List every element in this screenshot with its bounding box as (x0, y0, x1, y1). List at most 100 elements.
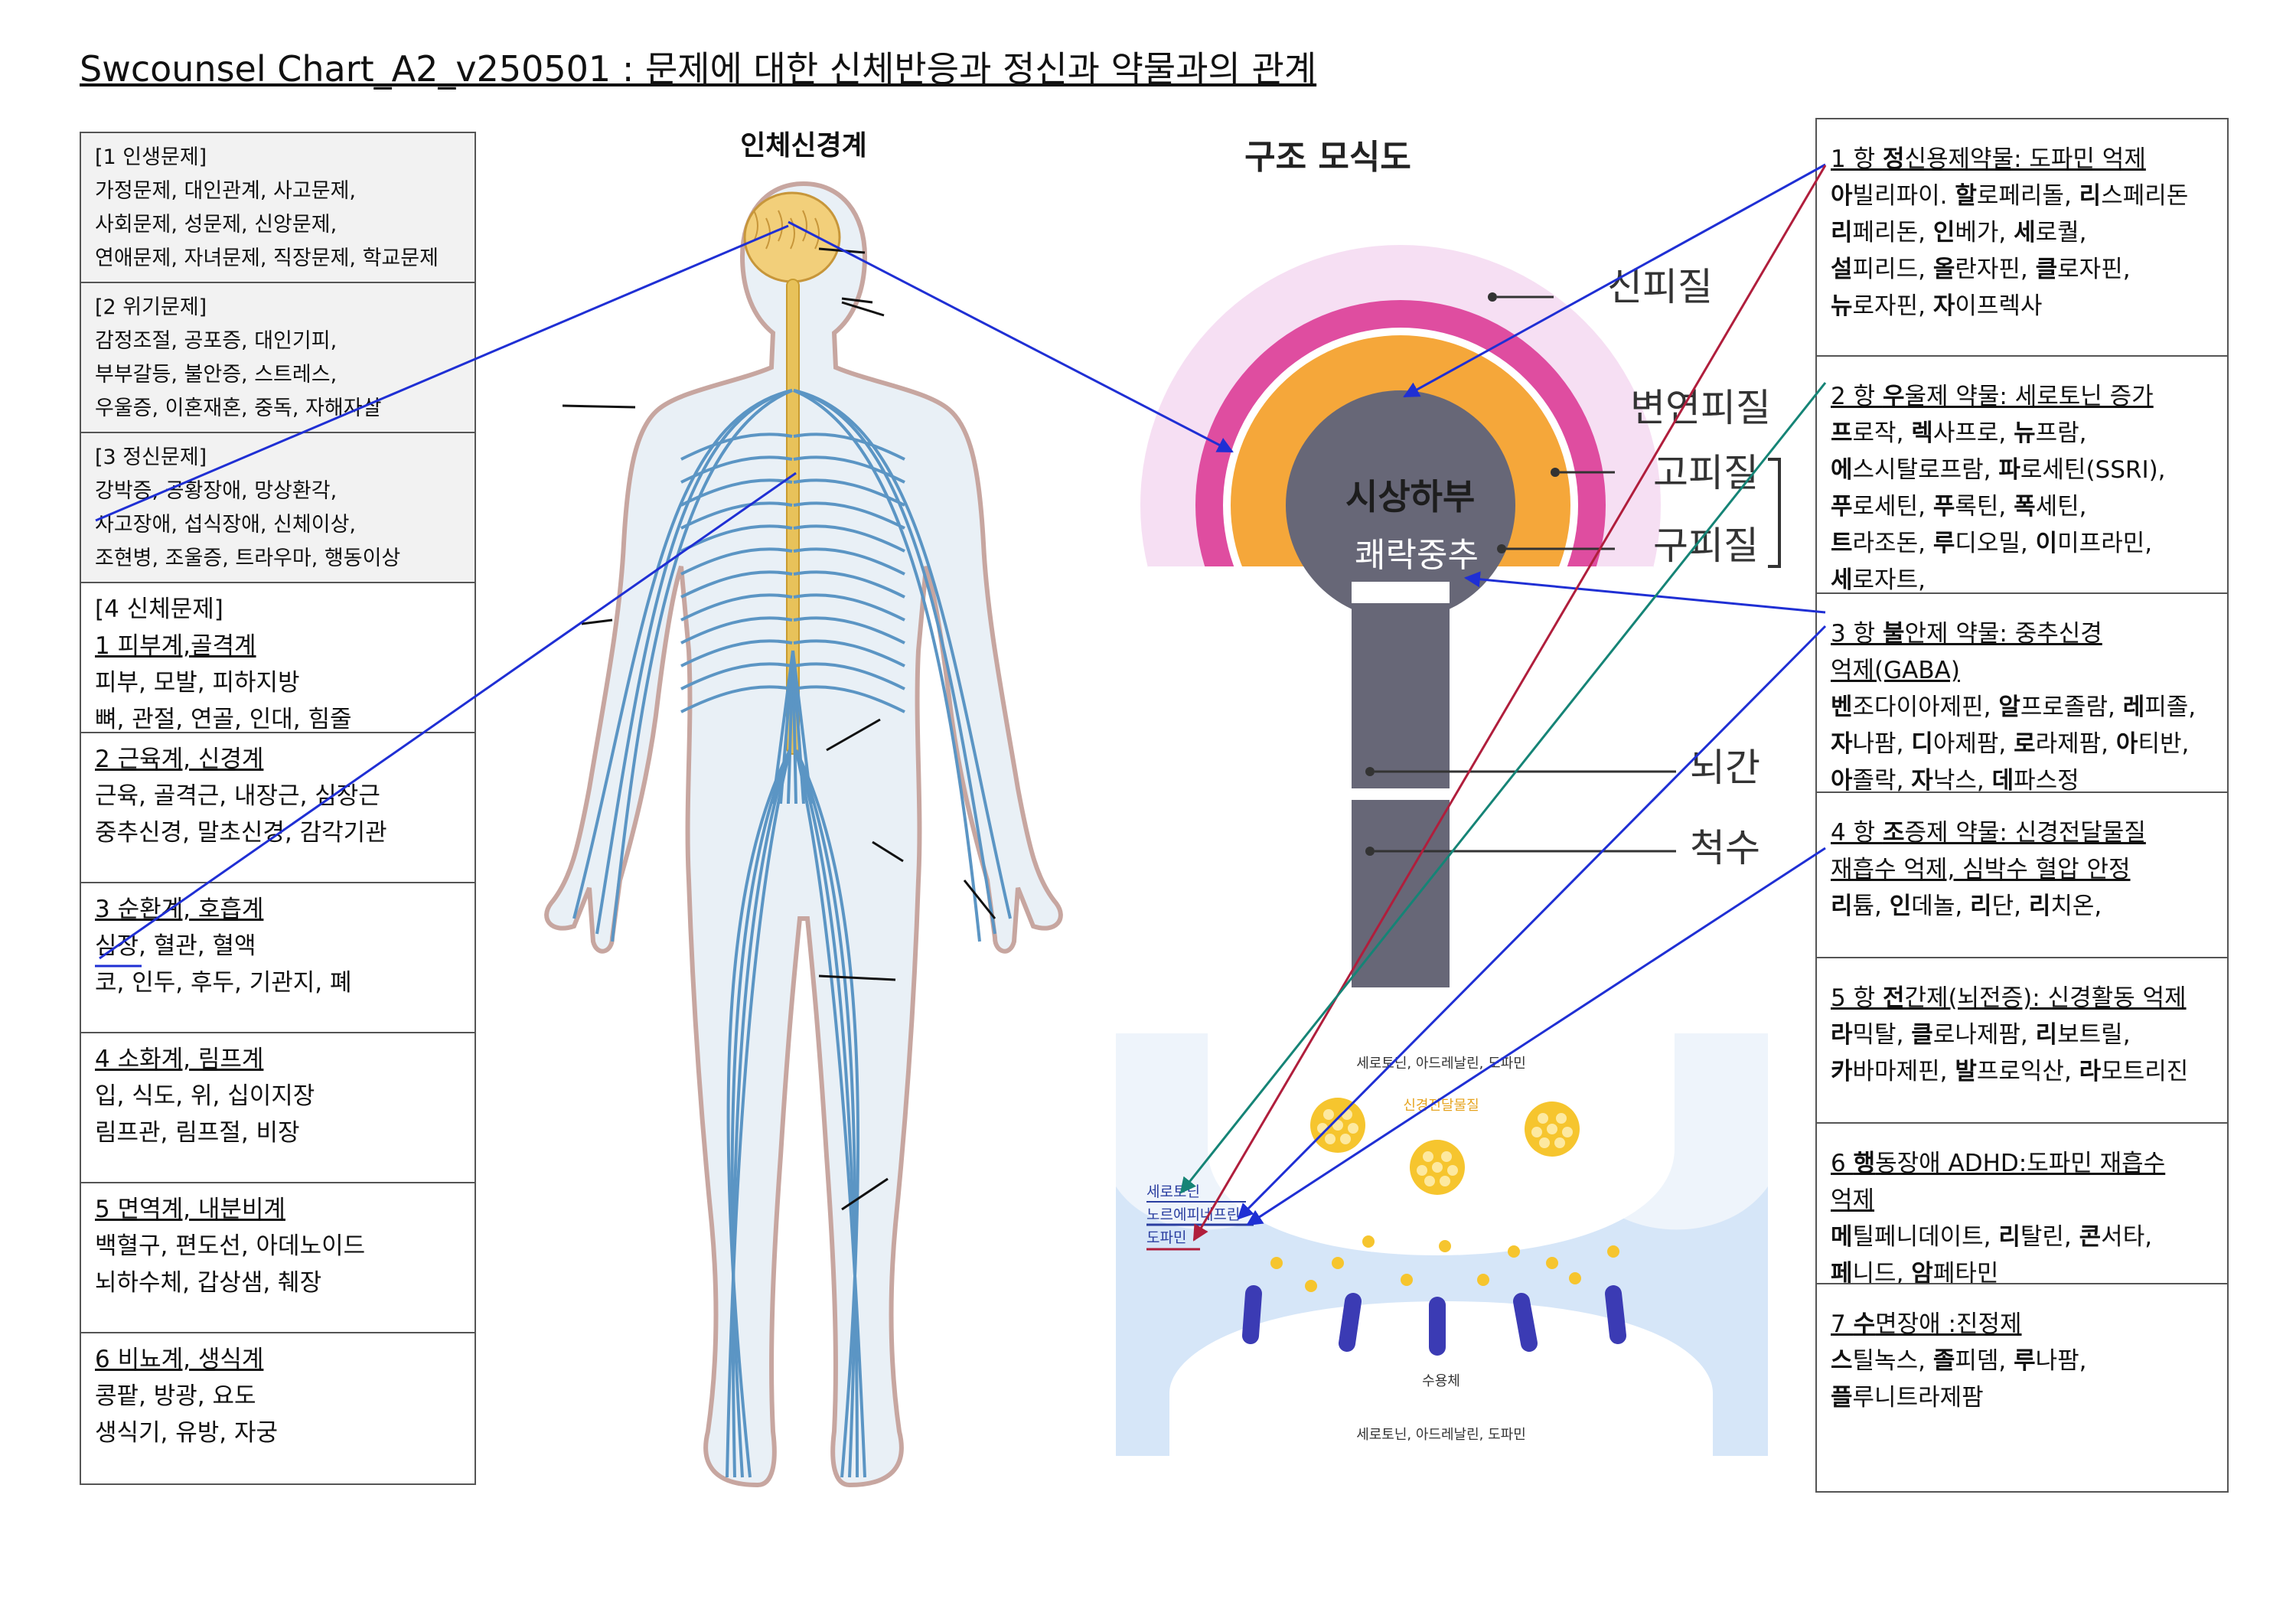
drug-initial: 리 (1998, 1223, 2020, 1251)
drug-heading-line: 재흡수 억제, 심박수 혈압 안정 (1831, 851, 2218, 888)
drug-name-rest: 나팜, (2035, 1347, 2087, 1375)
arrow-anxiolytic-to-norepinephrine (1237, 625, 1827, 1220)
drug-initial: 라 (2079, 1058, 2102, 1085)
drug-name-rest: 프로익산, (1976, 1058, 2079, 1085)
hypothalamus-label: 시상하부 (1345, 476, 1475, 517)
drug-name-rest: 스시탈로프람, (1852, 456, 1999, 484)
drug-name-rest: 로자핀, (2057, 256, 2131, 283)
problem-line: [1 인생문제] (95, 145, 207, 169)
drug-name-rest: 프람, (2035, 419, 2087, 447)
problem-line: 림프관, 림프절, 비장 (95, 1119, 300, 1147)
problem-category-panel: [1 인생문제]가정문제, 대인관계, 사고문제,사회문제, 성문제, 신앙문제… (80, 132, 476, 1485)
drug-initial: 플 (1831, 1384, 1853, 1411)
drug-heading-line: 1 항 정신용제약물: 도파민 억제 (1831, 141, 2218, 178)
heading-text: 간제(뇌전증): 신경활동 억제 (1904, 984, 2187, 1012)
heading-text: 재흡수 억제, 심박수 혈압 안정 (1831, 856, 2131, 883)
drug-list-line: 아졸락, 자낙스, 데파스정 (1831, 762, 2218, 793)
drug-list-line: 푸로세틴, 푸록틴, 폭세틴, (1831, 488, 2218, 525)
synapse-top-text: 세로토닌, 아드레날린, 도파민 (1356, 1056, 1526, 1072)
heading-text: 동장애 ADHD:도파민 재흡수 (1875, 1150, 2166, 1177)
heading-text: 2 항 (1831, 383, 1883, 410)
drug-initial: 뉴 (2014, 419, 2036, 447)
heading-text: 억제 (1831, 1186, 1875, 1214)
drug-name-rest: 루니트라제팜 (1852, 1384, 1984, 1411)
drug-initial: 콘 (2079, 1223, 2102, 1251)
heading-bold: 불 (1882, 620, 1905, 648)
heading-text: 1 항 (1831, 145, 1883, 173)
drug-name-rest: 로자핀, (1852, 292, 1933, 320)
drug-name-rest: 로나제팜, (1932, 1021, 2036, 1049)
drug-name-rest: 디오밀, (1955, 530, 2036, 557)
drug-name-rest: 로퀄, (2035, 219, 2087, 246)
drug-initial: 아 (2115, 730, 2138, 758)
drug-initial: 클 (2035, 256, 2058, 283)
arrow-anxiolytic-to-pleasure (1463, 571, 1826, 614)
neocortex-label: 신피질 (1607, 265, 1713, 309)
drug-initial: 리 (2079, 182, 2102, 210)
drug-name-rest: 로작, (1852, 419, 1912, 447)
drug-name-rest: 바마제핀, (1852, 1058, 1955, 1085)
drug-name-rest: 서타, (2101, 1223, 2153, 1251)
receptor-bar (1513, 1293, 1538, 1352)
drug-name-rest: 로자트, (1852, 566, 1926, 594)
problem-line: 사회문제, 성문제, 신앙문제, (95, 213, 338, 237)
problem-section-2: [2 위기문제]감정조절, 공포증, 대인기피,부부갈등, 불안증, 스트레스,… (81, 283, 475, 433)
drug-list-line: 리튬, 인데놀, 리단, 리치온, (1831, 888, 2218, 925)
heading-text: 안제 약물: 중추신경 (1904, 620, 2102, 648)
drug-name-rest: 빌리파이. (1852, 182, 1955, 210)
neurotransmitter-dot (1569, 1272, 1581, 1284)
line-problem-to-brain (95, 224, 789, 522)
drug-name-rest: 피졸, (2144, 694, 2197, 721)
drug-initial: 데 (1991, 767, 2014, 793)
problem-line: 콩팥, 방광, 요도 (95, 1382, 256, 1410)
problem-line: 연애문제, 자녀문제, 직장문제, 학교문제 (95, 246, 439, 270)
arrow-antipsychotic-to-dopamine (1192, 165, 1827, 1242)
heading-bold: 수 (1853, 1310, 1876, 1338)
drug-initial: 자 (1831, 730, 1853, 758)
problem-line: 백혈구, 편도선, 아데노이드 (95, 1232, 366, 1260)
drug-initial: 설 (1831, 256, 1853, 283)
drug-initial: 벤 (1831, 694, 1853, 721)
drug-initial: 리 (2035, 1021, 2058, 1049)
drug-initial: 루 (2014, 1347, 2036, 1375)
drug-initial: 페 (1831, 1260, 1853, 1284)
drug-name-rest: 록틴, (1955, 493, 2014, 521)
drug-initial: 할 (1955, 182, 1977, 210)
drug-initial: 발 (1955, 1058, 1977, 1085)
heading-bold: 행 (1853, 1150, 1876, 1177)
drug-name-rest: 졸락, (1852, 767, 1912, 793)
drug-list-line: 카바마제핀, 발프로익산, 라모트리진 (1831, 1053, 2218, 1090)
drug-list-line: 자나팜, 디아제팜, 로라제팜, 아티반, (1831, 726, 2218, 762)
neurotransmitter-dot (1439, 1240, 1451, 1252)
heading-text: 억제(GABA) (1831, 657, 1960, 684)
drug-initial: 아 (1831, 767, 1853, 793)
drug-list-line: 세로자트, (1831, 562, 2218, 594)
drug-name-rest: 이프렉사 (1955, 292, 2043, 320)
transmitter-name: 노르에피네프린 (1146, 1206, 1240, 1223)
arrow-mood-stabilizer-to-synapse (1246, 847, 1826, 1226)
receptor-bar (1242, 1285, 1262, 1344)
problem-section-3: [3 정신문제]강박증, 공황장애, 망상환각,사고장애, 섭식장애, 신체이상… (81, 433, 475, 583)
problem-line: 4 소화계, 림프계 (95, 1046, 264, 1073)
drug-name-rest: 피리드, (1852, 256, 1933, 283)
drug-name-rest: 틸녹스, (1852, 1347, 1933, 1375)
drug-name-rest: 페리돈, (1852, 219, 1933, 246)
drug-initial: 이 (2035, 530, 2058, 557)
neurotransmitter-dot (1362, 1235, 1375, 1248)
drug-initial: 자 (1911, 767, 1933, 793)
drug-name-rest: 페타민 (1932, 1260, 1999, 1284)
drug-initial: 암 (1911, 1260, 1933, 1284)
spinal-cord-label: 척수 (1690, 826, 1760, 870)
heading-text: 신용제약물: 도파민 억제 (1904, 145, 2146, 173)
drug-name-rest: 로페리돌, (1976, 182, 2079, 210)
drug-list-line: 트라조돈, 루디오밀, 이미프라민, (1831, 525, 2218, 562)
problem-line: 조현병, 조울증, 트라우마, 행동이상 (95, 547, 401, 570)
drug-initial: 리 (1970, 893, 1992, 920)
problem-line: 심장, 혈관, 혈액 (95, 932, 256, 960)
